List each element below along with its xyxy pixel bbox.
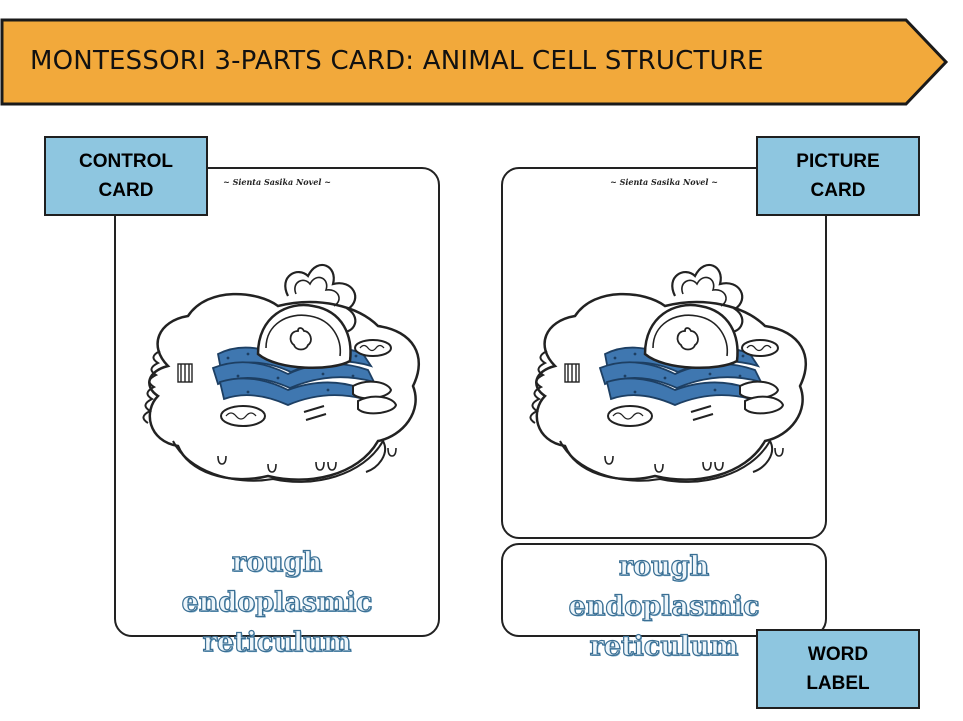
animal-cell-illustration xyxy=(515,231,815,501)
animal-cell-illustration xyxy=(128,231,428,501)
card-credit: ~ Sienta Sasika Novel ~ xyxy=(610,177,718,187)
tag-line-1: WORD xyxy=(807,644,869,665)
title-banner: MONTESSORI 3-PARTS CARD: ANIMAL CELL STR… xyxy=(0,18,950,108)
control-card-word: rough endoplasmic reticulum xyxy=(116,543,438,663)
tag-line-2: LABEL xyxy=(806,673,870,694)
tag-line-1: CONTROL xyxy=(79,151,173,172)
animal-cell-drawing-icon xyxy=(529,263,808,484)
tag-line-1: PICTURE xyxy=(796,151,880,172)
control-card: ~ Sienta Sasika Novel ~ rough endoplasmi… xyxy=(114,167,440,659)
card-credit: ~ Sienta Sasika Novel ~ xyxy=(223,177,331,187)
tag-line-2: CARD xyxy=(98,180,154,201)
word-line-2: endoplasmic reticulum xyxy=(568,590,760,662)
word-line-1: rough xyxy=(231,546,323,578)
page-title: MONTESSORI 3-PARTS CARD: ANIMAL CELL STR… xyxy=(30,46,764,76)
tag-line-2: CARD xyxy=(810,180,866,201)
banner-arrow-shape xyxy=(0,18,949,106)
picture-card-tag: PICTURE CARD xyxy=(756,136,920,216)
picture-card: ~ Sienta Sasika Novel ~ xyxy=(501,167,827,539)
word-line-1: rough xyxy=(618,550,710,582)
word-label-text: rough endoplasmic reticulum xyxy=(503,547,825,667)
control-card-tag: CONTROL CARD xyxy=(44,136,208,216)
animal-cell-drawing-icon xyxy=(142,263,421,484)
word-label-card: rough endoplasmic reticulum xyxy=(501,543,827,663)
word-line-2: endoplasmic reticulum xyxy=(181,586,373,658)
word-label-tag: WORD LABEL xyxy=(756,629,920,709)
